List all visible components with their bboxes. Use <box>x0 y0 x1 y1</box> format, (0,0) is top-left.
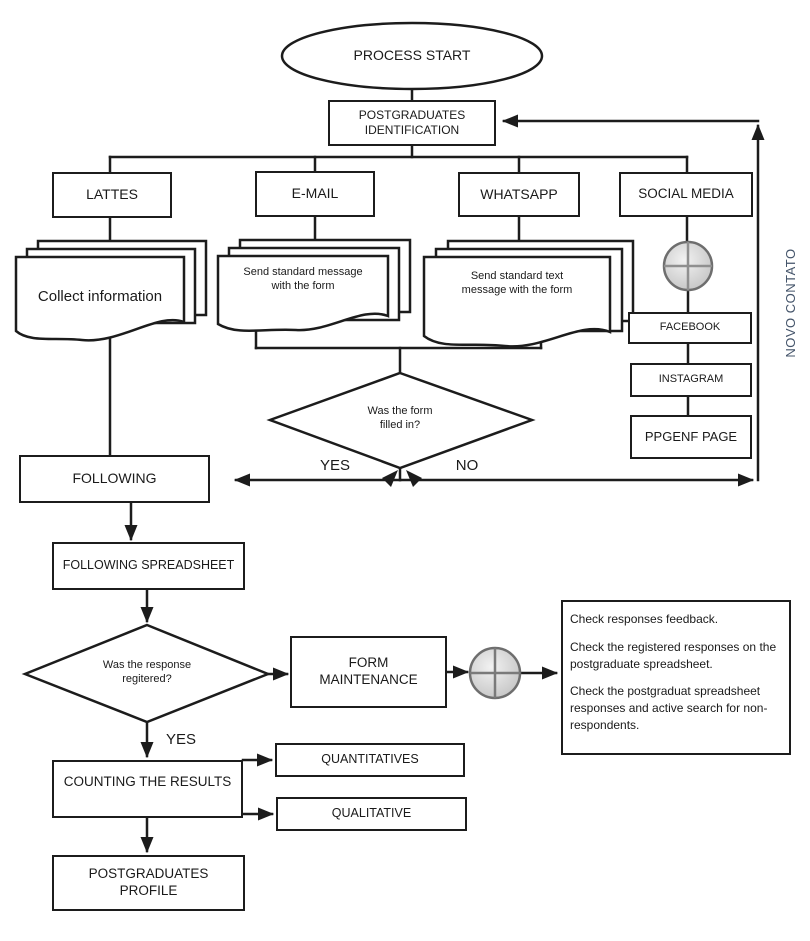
postgraduates-identification-label: POSTGRADUATES IDENTIFICATION <box>358 108 466 137</box>
email-document-label: Send standard message with the form <box>228 262 378 298</box>
ppgenf-page-label: PPGENF PAGE <box>644 428 738 444</box>
whatsapp-label: WHATSAPP <box>480 185 558 202</box>
decision-form-shape <box>266 371 536 470</box>
counting-results-label: COUNTING THE RESULTS <box>63 774 232 789</box>
email-box: E-MAIL <box>255 171 375 217</box>
qualitative-box: QUALITATIVE <box>276 797 467 831</box>
novo-contato-text: NOVO CONTATO <box>782 248 798 358</box>
following-spreadsheet-box: FOLLOWING SPREADSHEET <box>52 542 245 590</box>
decision-response-yes-label: YES <box>158 730 204 750</box>
decision-form-yes-label: YES <box>310 456 360 476</box>
check-notes-box: Check responses feedback. Check the regi… <box>561 600 791 755</box>
whatsapp-box: WHATSAPP <box>458 172 580 217</box>
whatsapp-document-stack <box>422 239 635 348</box>
quantitatives-label: QUANTITATIVES <box>321 752 419 767</box>
counting-results-box: COUNTING THE RESULTS <box>52 760 243 818</box>
whatsapp-document-label: Send standard text message with the form <box>436 266 598 302</box>
postgraduates-identification-box: POSTGRADUATES IDENTIFICATION <box>328 100 496 146</box>
decision-response-text: Was the response regitered? <box>102 659 192 685</box>
process-start-shape <box>280 21 544 91</box>
postgraduates-profile-label: POSTGRADUATES PROFILE <box>88 866 209 898</box>
process-start-label: PROCESS START <box>312 38 512 74</box>
lattes-document-stack <box>14 239 208 342</box>
novo-contato-label: NOVO CONTATO <box>782 233 800 373</box>
note-paragraph-3: Check the postgraduat spreadsheet respon… <box>570 684 768 732</box>
yes-text-1: YES <box>319 456 350 474</box>
email-document-stack <box>216 238 412 332</box>
social-media-label: SOCIAL MEDIA <box>638 186 734 202</box>
decision-form-text: Was the form filled in? <box>367 405 433 431</box>
qualitative-label: QUALITATIVE <box>331 806 412 821</box>
collect-information-text: Collect information <box>37 287 163 305</box>
email-document-text: Send standard message with the form <box>243 266 363 292</box>
note-paragraph-2: Check the registered responses on the po… <box>570 639 777 671</box>
form-maintenance-label: FORM MAINTENANCE <box>319 655 418 687</box>
form-maintenance-box: FORM MAINTENANCE <box>290 636 447 708</box>
converge-arrow-right <box>406 470 422 487</box>
following-label: FOLLOWING <box>72 470 157 487</box>
decision-response-question: Was the response regitered? <box>85 653 209 693</box>
yes-text-2: YES <box>165 730 196 748</box>
instagram-box: INSTAGRAM <box>630 363 752 397</box>
instagram-label: INSTAGRAM <box>658 373 724 386</box>
whatsapp-document-text: Send standard text message with the form <box>461 270 573 296</box>
process-start-text: PROCESS START <box>353 47 471 64</box>
arrow-connectors <box>124 114 765 853</box>
social-media-box: SOCIAL MEDIA <box>619 172 753 217</box>
lattes-document-label: Collect information <box>30 268 170 326</box>
decision-response-shape <box>21 623 272 724</box>
lattes-label: LATTES <box>86 186 138 203</box>
social-connector-circle-icon <box>662 240 714 292</box>
following-box: FOLLOWING <box>19 455 210 503</box>
facebook-label: FACEBOOK <box>659 321 721 334</box>
facebook-box: FACEBOOK <box>628 312 752 344</box>
converge-arrow-left <box>382 470 398 487</box>
decision-form-no-label: NO <box>445 456 489 476</box>
postgraduates-profile-box: POSTGRADUATES PROFILE <box>52 855 245 911</box>
decision-form-question: Was the form filled in? <box>338 399 462 439</box>
lattes-box: LATTES <box>52 172 172 218</box>
no-text: NO <box>455 456 479 474</box>
quantitatives-box: QUANTITATIVES <box>275 743 465 777</box>
email-label: E-MAIL <box>291 185 339 202</box>
note-paragraph-1: Check responses feedback. <box>570 612 719 626</box>
maintenance-connector-circle-icon <box>468 646 522 700</box>
following-spreadsheet-label: FOLLOWING SPREADSHEET <box>62 558 235 573</box>
ppgenf-page-box: PPGENF PAGE <box>630 415 752 459</box>
